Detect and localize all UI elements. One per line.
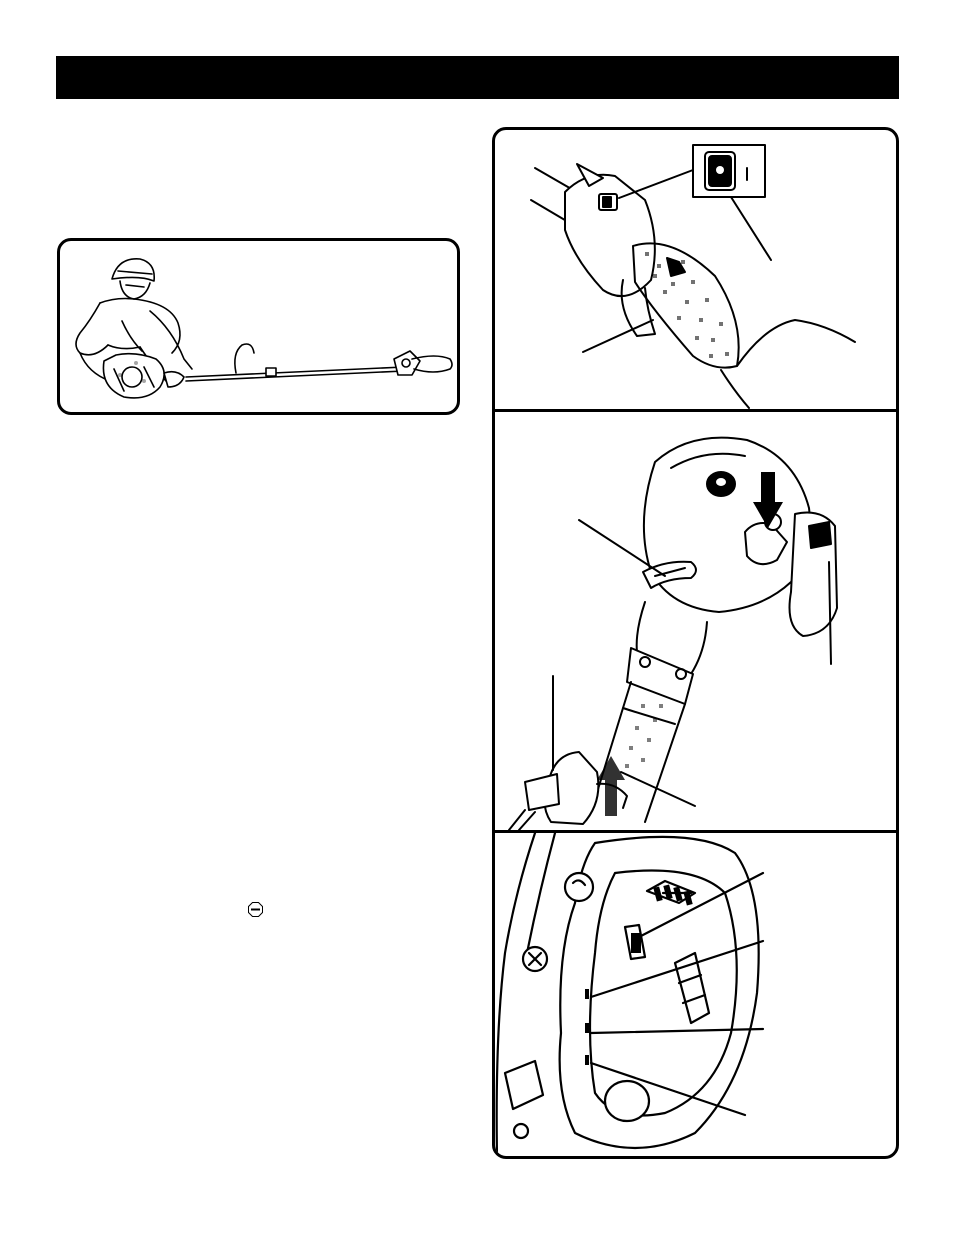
section-header-bar [56, 56, 899, 99]
handle-switch-figure [495, 130, 896, 409]
engine-housing-figure [495, 412, 896, 830]
figure-column [492, 127, 899, 1159]
engine-controls-closeup-illustration [495, 833, 765, 1156]
operator-illustration-frame [57, 238, 460, 415]
stop-sign-icon [248, 902, 263, 917]
engine-controls-figure [495, 833, 896, 1156]
engine-housing-illustration [508, 436, 838, 830]
figure-divider [495, 830, 896, 833]
operator-with-pole-saw-illustration [75, 258, 453, 399]
rear-handle-with-switch-illustration [530, 144, 856, 409]
figure-divider [495, 409, 896, 412]
